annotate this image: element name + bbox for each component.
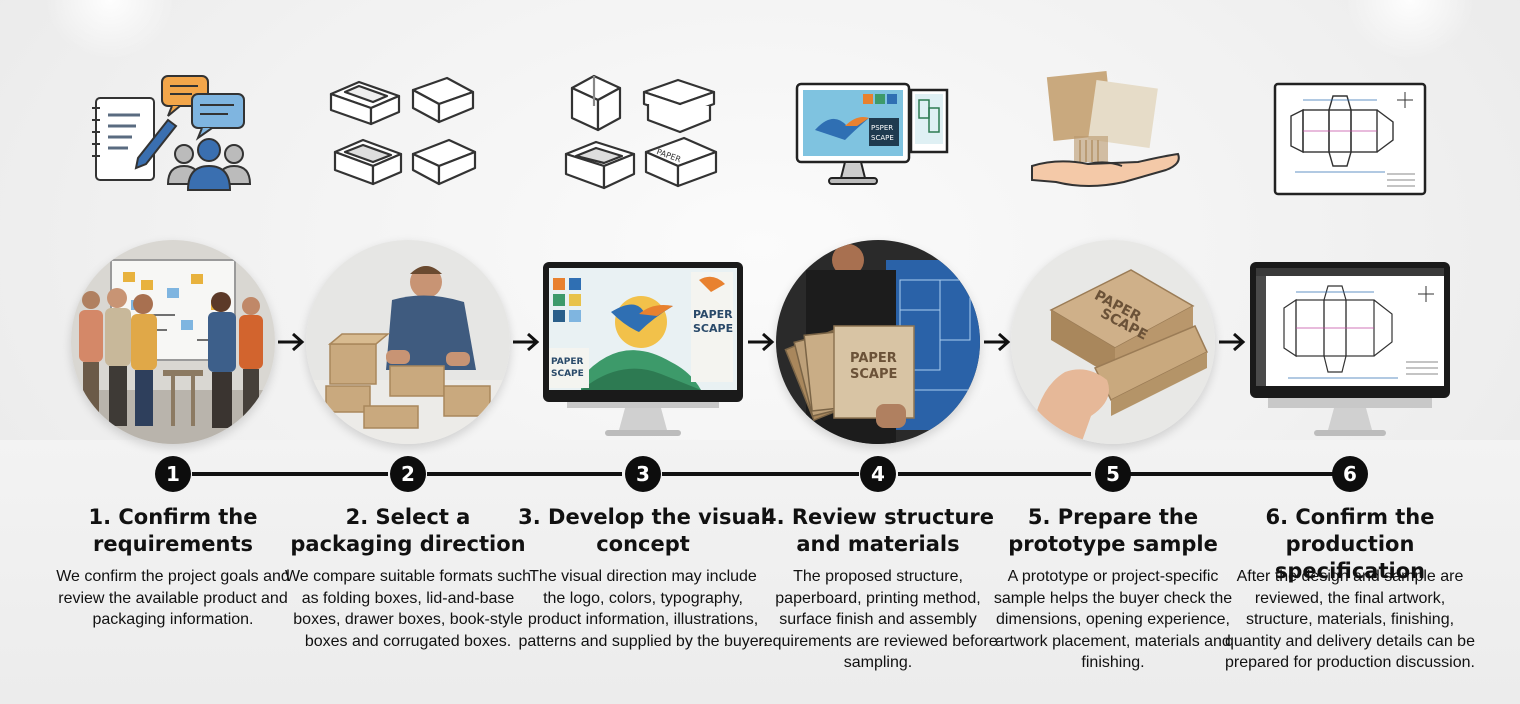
step-title: 2. Select a packaging direction xyxy=(290,505,526,556)
step-description: The proposed structure, paperboard, prin… xyxy=(758,568,998,671)
step-number-badge: 2 xyxy=(390,456,426,492)
brand-text: PAPER xyxy=(850,351,897,366)
arrow-right-icon xyxy=(278,332,305,352)
svg-text:PSPER: PSPER xyxy=(871,124,893,132)
step-title: 1. Confirm the requirements xyxy=(88,505,258,556)
floor-background xyxy=(0,440,1520,704)
dieline-drawing-icon xyxy=(1273,82,1427,196)
arrow-right-icon xyxy=(513,332,540,352)
spotlight xyxy=(45,0,175,60)
brand-text: PAPER xyxy=(551,357,583,367)
material-swatch-hand-icon xyxy=(1031,71,1180,187)
box-styles-icon: PAPER xyxy=(564,74,718,190)
step-title: 5. Prepare the prototype sample xyxy=(1008,505,1218,556)
step-2: 2 2. Select a packaging direction We com… xyxy=(283,0,533,704)
step-number-badge: 6 xyxy=(1332,456,1368,492)
step-1: 1 1. Confirm the requirements We confirm… xyxy=(48,0,298,704)
timeline-line xyxy=(898,472,1091,476)
document-chat-team-icon xyxy=(92,75,252,191)
brand-text: PAPER xyxy=(693,308,733,321)
step-3: PAPER PAPER SCAPE PAPER SCAPE xyxy=(518,0,768,704)
arrow-right-icon xyxy=(748,332,775,352)
step-description: After the design and sample are reviewed… xyxy=(1225,568,1475,671)
designer-packing-boxes-photo xyxy=(306,240,510,444)
step-description: We compare suitable formats such as fold… xyxy=(284,568,532,650)
prototype-box-photo: PAPER SCAPE xyxy=(1011,240,1215,444)
arrow-right-icon xyxy=(1219,332,1246,352)
arrow-right-icon xyxy=(984,332,1011,352)
timeline-line xyxy=(1130,472,1334,476)
brand-text: SCAPE xyxy=(850,367,897,382)
step-description: We confirm the project goals and review … xyxy=(56,568,290,628)
step-5: PAPER SCAPE 5 5. Prepare the prototype s… xyxy=(988,0,1238,704)
material-samples-photo: PAPER SCAPE xyxy=(776,240,980,444)
step-number-badge: 5 xyxy=(1095,456,1131,492)
timeline-line xyxy=(192,472,388,476)
brand-text: SCAPE xyxy=(871,134,894,142)
step-number-badge: 4 xyxy=(860,456,896,492)
spotlight xyxy=(1345,0,1475,60)
step-title: 4. Review structure and materials xyxy=(761,505,995,556)
step-title: 3. Develop the visual concept xyxy=(518,505,768,556)
team-meeting-photo xyxy=(71,240,275,444)
brand-text: SCAPE xyxy=(693,322,733,335)
step-4: PSPER SCAPE PAPER SCAPE 4 4. Review stru… xyxy=(753,0,1003,704)
step-number-badge: 1 xyxy=(155,456,191,492)
design-monitor-icon: PSPER SCAPE xyxy=(795,82,949,185)
brand-text: SCAPE xyxy=(551,369,584,379)
box-formats-icon xyxy=(329,76,477,186)
step-number-badge: 3 xyxy=(625,456,661,492)
production-spec-monitor xyxy=(1248,262,1452,442)
timeline-line xyxy=(662,472,859,476)
timeline-line xyxy=(427,472,622,476)
step-title: 6. Confirm the production specification xyxy=(1265,505,1435,583)
step-6: 6 6. Confirm the production specificatio… xyxy=(1225,0,1475,704)
step-description: The visual direction may include the log… xyxy=(518,568,768,650)
step-description: A prototype or project-specific sample h… xyxy=(993,568,1233,671)
visual-concept-monitor: PAPER SCAPE PAPER SCAPE xyxy=(541,262,745,442)
